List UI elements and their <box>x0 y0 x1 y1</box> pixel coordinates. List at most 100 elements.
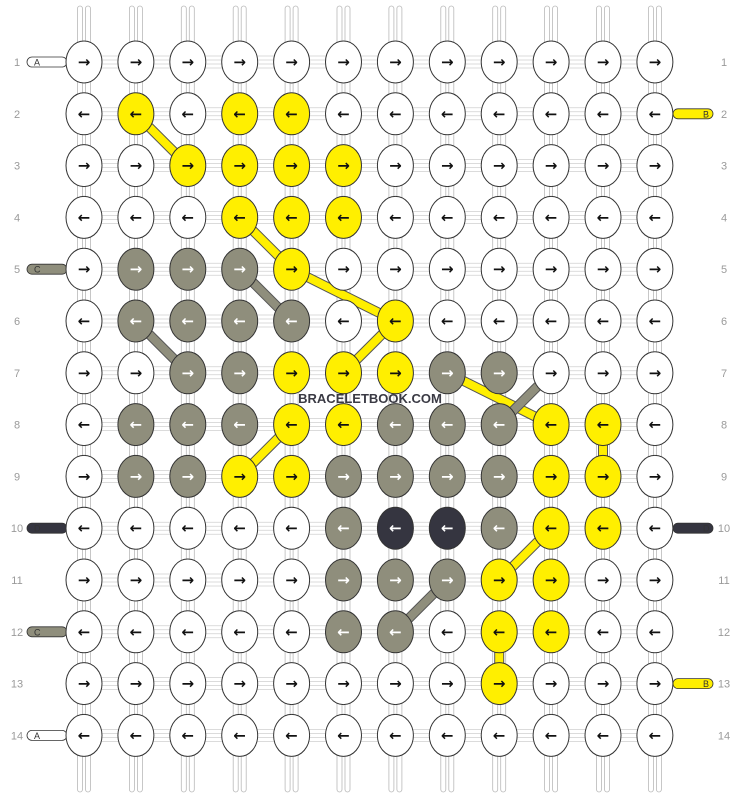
knot-arrow: ← <box>337 208 350 226</box>
knot-shape <box>221 247 259 291</box>
knot-shape <box>376 195 414 239</box>
knot-shape <box>65 351 103 395</box>
knot-shape <box>325 662 362 706</box>
knot: ← <box>117 506 155 550</box>
knot-arrow: → <box>597 571 610 589</box>
knot: ← <box>532 299 570 343</box>
knot-arrow: ← <box>285 519 298 537</box>
knot-shape <box>480 351 518 395</box>
knot-arrow: ← <box>493 312 506 330</box>
knot-arrow: ← <box>285 726 298 744</box>
knot-shape <box>636 299 674 343</box>
knot-shape <box>532 351 570 395</box>
knot: → <box>221 662 259 706</box>
row-label-left: 6 <box>14 316 20 328</box>
knot-shape <box>325 92 362 136</box>
knot-arrow: ← <box>649 623 662 641</box>
knot: → <box>584 40 622 84</box>
knot-arrow: ← <box>337 416 350 434</box>
knot: ← <box>636 299 674 343</box>
knot-shape <box>584 454 622 498</box>
knot: → <box>532 454 570 498</box>
knot: ← <box>636 403 674 447</box>
knot-shape <box>532 40 570 84</box>
knot-arrow: → <box>389 364 402 382</box>
knot-arrow: → <box>389 157 402 175</box>
knot-arrow: → <box>493 571 506 589</box>
knot-shape <box>169 403 207 447</box>
knot-shape <box>636 195 674 239</box>
knot-shape <box>273 713 311 757</box>
knot-shape <box>584 299 622 343</box>
knot: ← <box>221 403 259 447</box>
knot-arrow: → <box>597 53 610 71</box>
knot-shape <box>532 144 570 188</box>
knot-arrow: ← <box>182 208 195 226</box>
knot-arrow: → <box>649 467 662 485</box>
row-label-left: 13 <box>11 679 23 691</box>
knot: ← <box>221 195 259 239</box>
knot: ← <box>532 92 570 136</box>
knot-arrow: ← <box>233 623 246 641</box>
knot-shape <box>584 558 622 602</box>
knot-arrow: → <box>649 53 662 71</box>
knot-shape <box>636 558 674 602</box>
knot-arrow: → <box>493 364 506 382</box>
knot-arrow: ← <box>545 105 558 123</box>
knot-arrow: → <box>182 467 195 485</box>
knot-shape <box>221 713 259 757</box>
knot-arrow: ← <box>78 623 91 641</box>
right-string-letter: B <box>703 109 709 119</box>
knot-shape <box>117 558 155 602</box>
knot: → <box>169 351 207 395</box>
color-link <box>445 369 553 429</box>
knot-shape <box>636 247 674 291</box>
knot-shape <box>532 92 570 136</box>
knot-shape <box>636 144 674 188</box>
right-string-letter: D <box>703 524 710 534</box>
knot: ← <box>584 403 622 447</box>
row-label-right: 5 <box>721 264 727 276</box>
knot-arrow: → <box>545 364 558 382</box>
knot-shape <box>273 454 311 498</box>
knot-arrow: ← <box>649 208 662 226</box>
knot-shape <box>325 144 362 188</box>
knot: ← <box>117 195 155 239</box>
knot-shape <box>325 247 362 291</box>
knot-arrow: → <box>78 571 91 589</box>
knot-arrow: → <box>337 260 350 278</box>
knot-arrow: ← <box>493 208 506 226</box>
knot-arrow: → <box>545 260 558 278</box>
knot: → <box>376 144 414 188</box>
knot-arrow: → <box>130 467 143 485</box>
knot: → <box>428 144 466 188</box>
knot: ← <box>428 299 466 343</box>
knot: ← <box>325 610 362 654</box>
knot: ← <box>65 92 103 136</box>
knot: → <box>532 40 570 84</box>
knot-shape <box>532 299 570 343</box>
knot: → <box>428 40 466 84</box>
knot: → <box>273 144 311 188</box>
row-label-right: 6 <box>721 316 727 328</box>
knot-shape <box>480 92 518 136</box>
knot-shape <box>117 713 155 757</box>
knot-shape <box>273 610 311 654</box>
knot: → <box>65 454 103 498</box>
knot: ← <box>169 195 207 239</box>
knot-arrow: ← <box>130 726 143 744</box>
color-link <box>289 265 398 325</box>
knot-shape <box>65 40 103 84</box>
knot-shape <box>480 610 518 654</box>
knot-shape <box>117 92 155 136</box>
knot-arrow: ← <box>597 416 610 434</box>
knot-arrow: → <box>493 260 506 278</box>
knot-arrow: ← <box>493 416 506 434</box>
knot-shape <box>169 506 207 550</box>
knot-arrow: → <box>78 364 91 382</box>
knot-shape <box>169 40 207 84</box>
knot-shape <box>273 195 311 239</box>
knot: → <box>532 662 570 706</box>
